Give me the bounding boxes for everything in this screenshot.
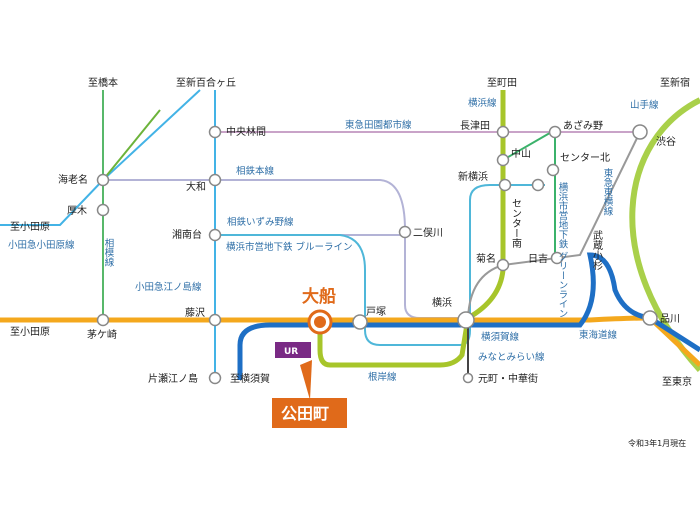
linelabel-negishi: 根岸線 bbox=[368, 371, 397, 383]
label-chigasaki: 茅ケ崎 bbox=[87, 328, 117, 341]
negishi-line bbox=[317, 317, 471, 368]
label-shinjuku: 至新宿 bbox=[660, 76, 690, 89]
linelabel-sotetsu-izumino: 相鉄いずみ野線 bbox=[227, 216, 294, 228]
node-ebina bbox=[96, 173, 110, 187]
node-shinyokohama bbox=[498, 178, 512, 192]
label-centerminami: センター南 bbox=[510, 198, 522, 248]
label-azamino: あざみ野 bbox=[563, 119, 603, 132]
label-nagatsuta: 長津田 bbox=[460, 120, 490, 132]
node-nagatsuta bbox=[496, 125, 510, 139]
linelabel-yamanote: 山手線 bbox=[630, 99, 659, 111]
node-centerkita bbox=[546, 163, 560, 177]
blue-line bbox=[215, 184, 545, 346]
label-kikuna: 菊名 bbox=[476, 252, 496, 265]
label-shibuya: 渋谷 bbox=[656, 135, 676, 148]
linelabel-sotetsu-main: 相鉄本線 bbox=[236, 165, 275, 177]
label-atsugi: 厚木 bbox=[67, 205, 87, 217]
yokosuka-line bbox=[237, 252, 700, 380]
linelabel-green: 横浜市営地下鉄 グリーンライン bbox=[557, 181, 569, 318]
linelabel-blue: 横浜市営地下鉄 ブルーライン bbox=[226, 241, 353, 253]
label-hashimoto: 至橋本 bbox=[88, 76, 118, 89]
label-shinyurigaoka: 至新百合ヶ丘 bbox=[176, 76, 236, 89]
label-shinagawa: 品川 bbox=[660, 313, 680, 325]
label-yokohama: 横浜 bbox=[432, 296, 452, 309]
node-fujisawa bbox=[208, 313, 222, 327]
date-note: 令和3年1月現在 bbox=[628, 438, 686, 448]
node-yamato bbox=[208, 173, 222, 187]
node-centerminami bbox=[531, 178, 545, 192]
node-hiyoshi bbox=[550, 251, 564, 265]
ur-badge-text: UR bbox=[284, 347, 298, 357]
ur-badge-icon: UR bbox=[275, 342, 311, 358]
label-hiyoshi: 日吉 bbox=[528, 253, 548, 265]
linelabel-odakyu-odawara: 小田急小田原線 bbox=[8, 239, 75, 251]
node-shibuya bbox=[632, 124, 648, 140]
label-kamiooka: 至横須賀 bbox=[230, 372, 270, 385]
node-kikuna bbox=[496, 258, 510, 272]
node-azamino bbox=[548, 125, 562, 139]
node-nakayama bbox=[496, 153, 510, 167]
linelabel-odakyu-enoshima: 小田急江ノ島線 bbox=[135, 281, 202, 293]
node-chigasaki bbox=[96, 313, 110, 327]
node-futamatagawa bbox=[398, 225, 412, 239]
node-atsugi bbox=[96, 203, 110, 217]
node-motomachi bbox=[462, 372, 474, 384]
label-tokyo: 至東京 bbox=[662, 375, 692, 388]
label-centerkita: センター北 bbox=[560, 152, 610, 164]
label-futamatagawa: 二俣川 bbox=[413, 226, 443, 239]
label-odawara2: 至小田原 bbox=[10, 326, 50, 338]
node-katasenoshima bbox=[208, 371, 222, 385]
odakyu-odawara-line-2 bbox=[102, 109, 161, 181]
label-totsuka: 戸塚 bbox=[366, 306, 386, 318]
linelabel-yokohama: 横浜線 bbox=[468, 97, 497, 109]
linelabel-yokosuka: 横須賀線 bbox=[481, 331, 520, 343]
odakyu-odawara-line bbox=[0, 89, 201, 226]
label-nakayama: 中山 bbox=[511, 147, 531, 160]
label-ebina: 海老名 bbox=[58, 173, 88, 186]
label-musashikosugi: 武蔵小杉 bbox=[591, 229, 603, 271]
callout-label: 公田町 bbox=[281, 404, 329, 423]
label-fujisawa: 藤沢 bbox=[185, 306, 205, 319]
linelabel-denentoshi: 東急田園都市線 bbox=[345, 119, 412, 131]
station-nodes bbox=[96, 124, 658, 385]
node-totsuka bbox=[352, 314, 368, 330]
label-katasenoshima: 片瀬江ノ島 bbox=[148, 372, 198, 385]
label-chuorinkan: 中央林間 bbox=[226, 125, 266, 138]
label-shonandai: 湘南台 bbox=[172, 228, 202, 241]
label-odawara1: 至小田原 bbox=[10, 221, 50, 233]
label-shinyokohama: 新横浜 bbox=[458, 170, 488, 183]
node-ofuna-inner bbox=[314, 316, 326, 328]
node-shonandai bbox=[208, 228, 222, 242]
callout-pointer bbox=[300, 360, 312, 400]
node-shinagawa bbox=[642, 310, 658, 326]
label-yamato: 大和 bbox=[186, 180, 206, 193]
linelabel-toyoko: 東急東横線 bbox=[602, 167, 614, 215]
label-ofuna: 大船 bbox=[302, 286, 336, 307]
callout-box bbox=[272, 398, 347, 428]
linelabel-minatomirai: みなとみらい線 bbox=[478, 351, 545, 363]
linelabel-tokaido: 東海道線 bbox=[579, 329, 618, 341]
node-yokohama bbox=[457, 311, 475, 329]
label-motomachi: 元町・中華街 bbox=[478, 372, 538, 385]
node-chuorinkan bbox=[208, 125, 222, 139]
label-machida: 至町田 bbox=[487, 77, 517, 89]
linelabel-sagami: 相模線 bbox=[103, 237, 115, 266]
